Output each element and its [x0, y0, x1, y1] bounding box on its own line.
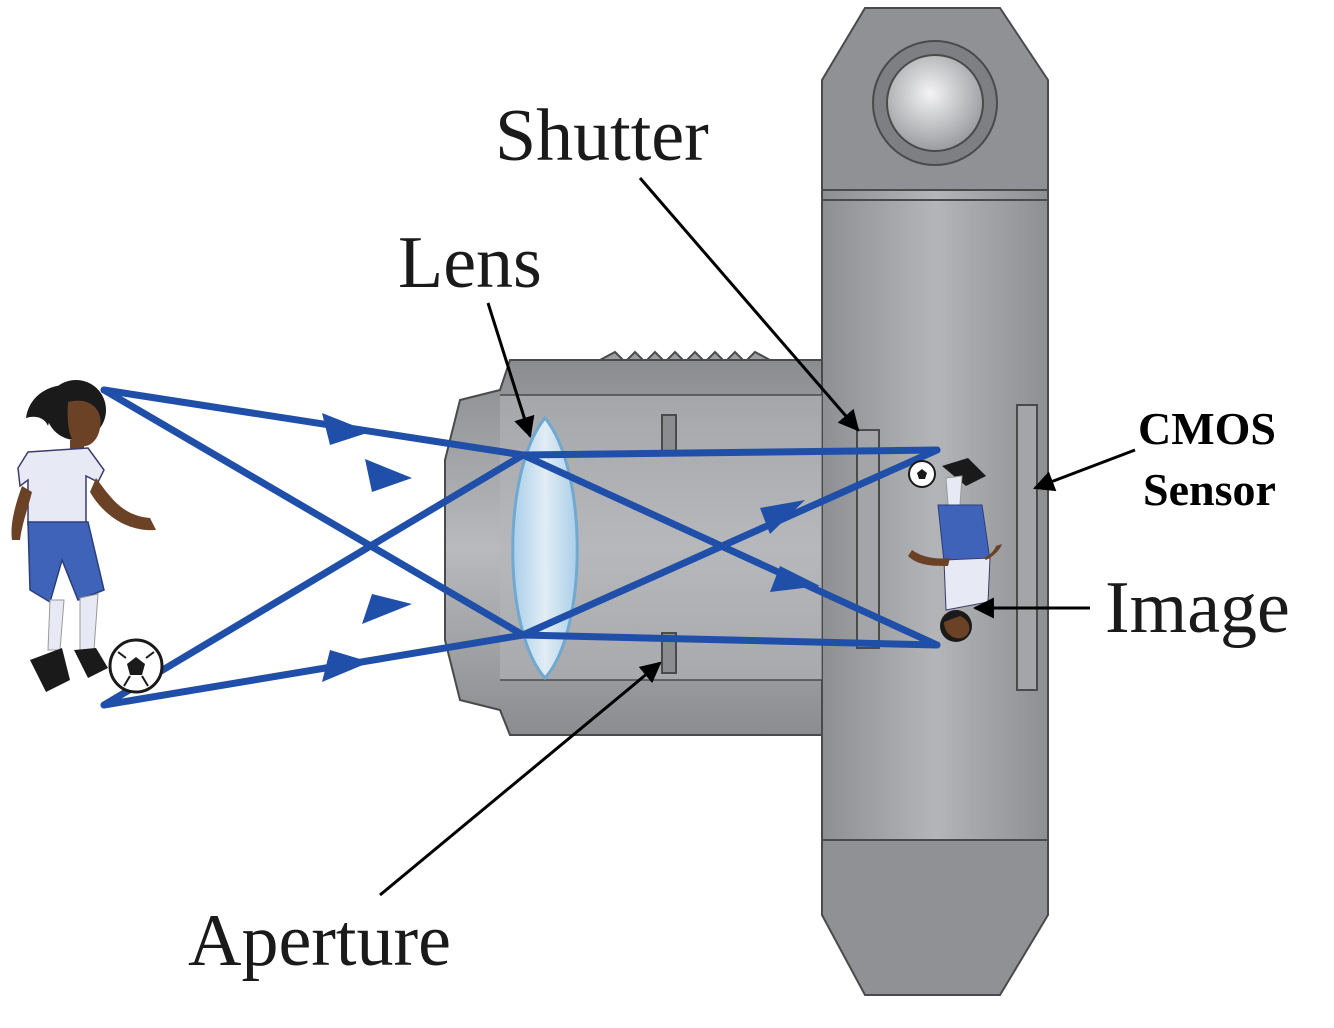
inverted-soccer-player-figure [908, 458, 1002, 642]
aperture-stop-bottom [661, 632, 677, 674]
label-aperture: Aperture [188, 900, 451, 982]
lens-barrel [444, 350, 823, 736]
leader-lines [379, 177, 1136, 897]
label-shutter: Shutter [495, 95, 709, 177]
ray-arrowheads [322, 413, 820, 682]
aperture-stop-top [661, 414, 677, 456]
label-cmos: CMOS [1138, 403, 1276, 454]
cmos-sensor [1016, 404, 1038, 691]
lens-element [511, 415, 579, 681]
soccer-player-figure [11, 380, 156, 692]
inverted-soccer-ball-icon [908, 460, 936, 488]
shutter-button-icon [872, 40, 998, 166]
light-rays [100, 386, 941, 709]
soccer-ball-icon [108, 638, 164, 694]
label-sensor: Sensor [1143, 464, 1276, 515]
label-lens: Lens [398, 222, 542, 304]
label-image: Image [1105, 567, 1290, 649]
